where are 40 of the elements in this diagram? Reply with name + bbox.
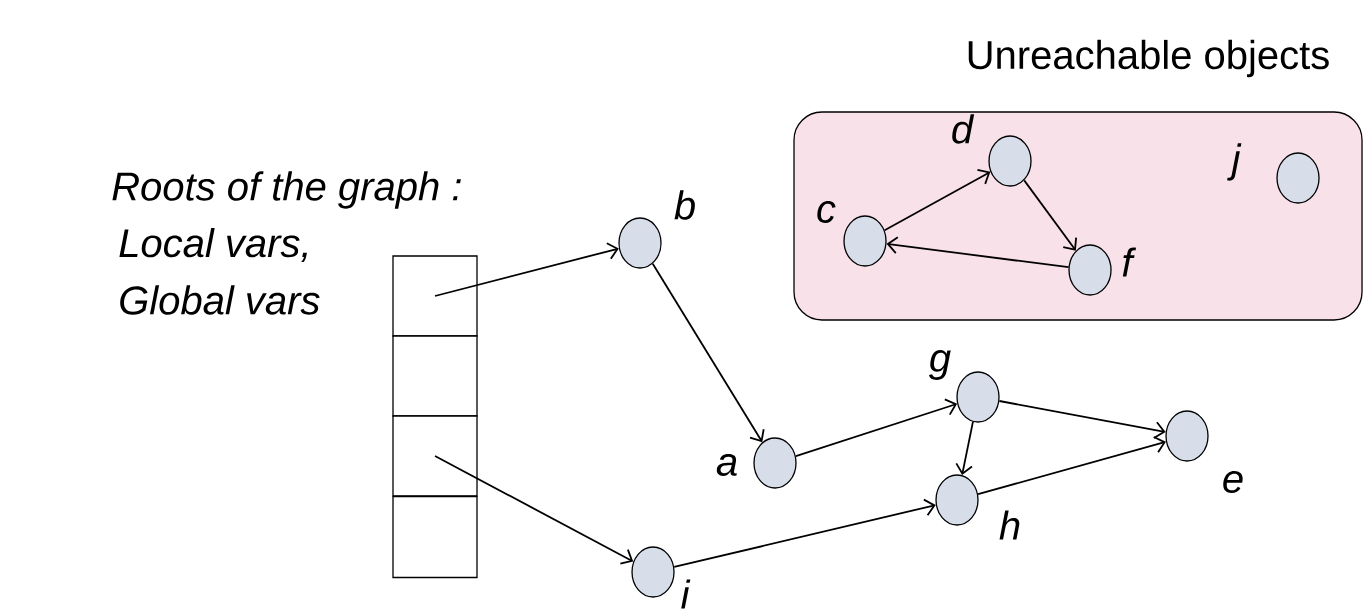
stack-cell xyxy=(392,255,478,337)
node-letter: b xyxy=(674,190,695,220)
object-circle xyxy=(956,371,1000,423)
object-circle xyxy=(618,217,662,269)
object-circle xyxy=(631,546,675,598)
stack-cell xyxy=(392,335,478,417)
node-letter: j xyxy=(1227,143,1242,181)
root-label: Global vars xyxy=(120,285,320,315)
arrow xyxy=(998,400,1166,439)
arrow xyxy=(1023,179,1078,251)
arrow xyxy=(673,498,936,568)
arrow xyxy=(977,436,1166,496)
stack-cell xyxy=(392,415,478,497)
node-letter: i xyxy=(681,579,691,609)
node-letter: d xyxy=(952,114,975,144)
node-letter: c xyxy=(817,201,836,223)
object-circle xyxy=(1165,410,1209,462)
object-circle xyxy=(843,215,887,267)
object-circle xyxy=(988,135,1032,187)
object-circle xyxy=(1068,244,1112,296)
object-circle xyxy=(1276,152,1320,204)
root-label: Roots of the graph : xyxy=(112,171,461,209)
arrow xyxy=(434,242,619,297)
arrow xyxy=(886,236,1070,269)
node-letter: e xyxy=(1223,471,1243,493)
node-letter: a xyxy=(716,454,737,476)
arrow xyxy=(883,168,991,232)
arrow xyxy=(955,421,974,476)
object-circle xyxy=(753,437,797,489)
arrow xyxy=(795,398,958,458)
node-letter: h xyxy=(999,510,1020,540)
object-circle xyxy=(935,474,979,526)
region-title: Unreachable objects xyxy=(968,39,1329,78)
arrow xyxy=(434,455,634,565)
node-letter: g xyxy=(928,350,951,380)
root-label: Local vars, xyxy=(119,227,307,263)
node-letter: f xyxy=(1122,247,1137,277)
arrow xyxy=(651,262,765,443)
stack-cell xyxy=(392,495,478,579)
region-box xyxy=(793,111,1363,321)
